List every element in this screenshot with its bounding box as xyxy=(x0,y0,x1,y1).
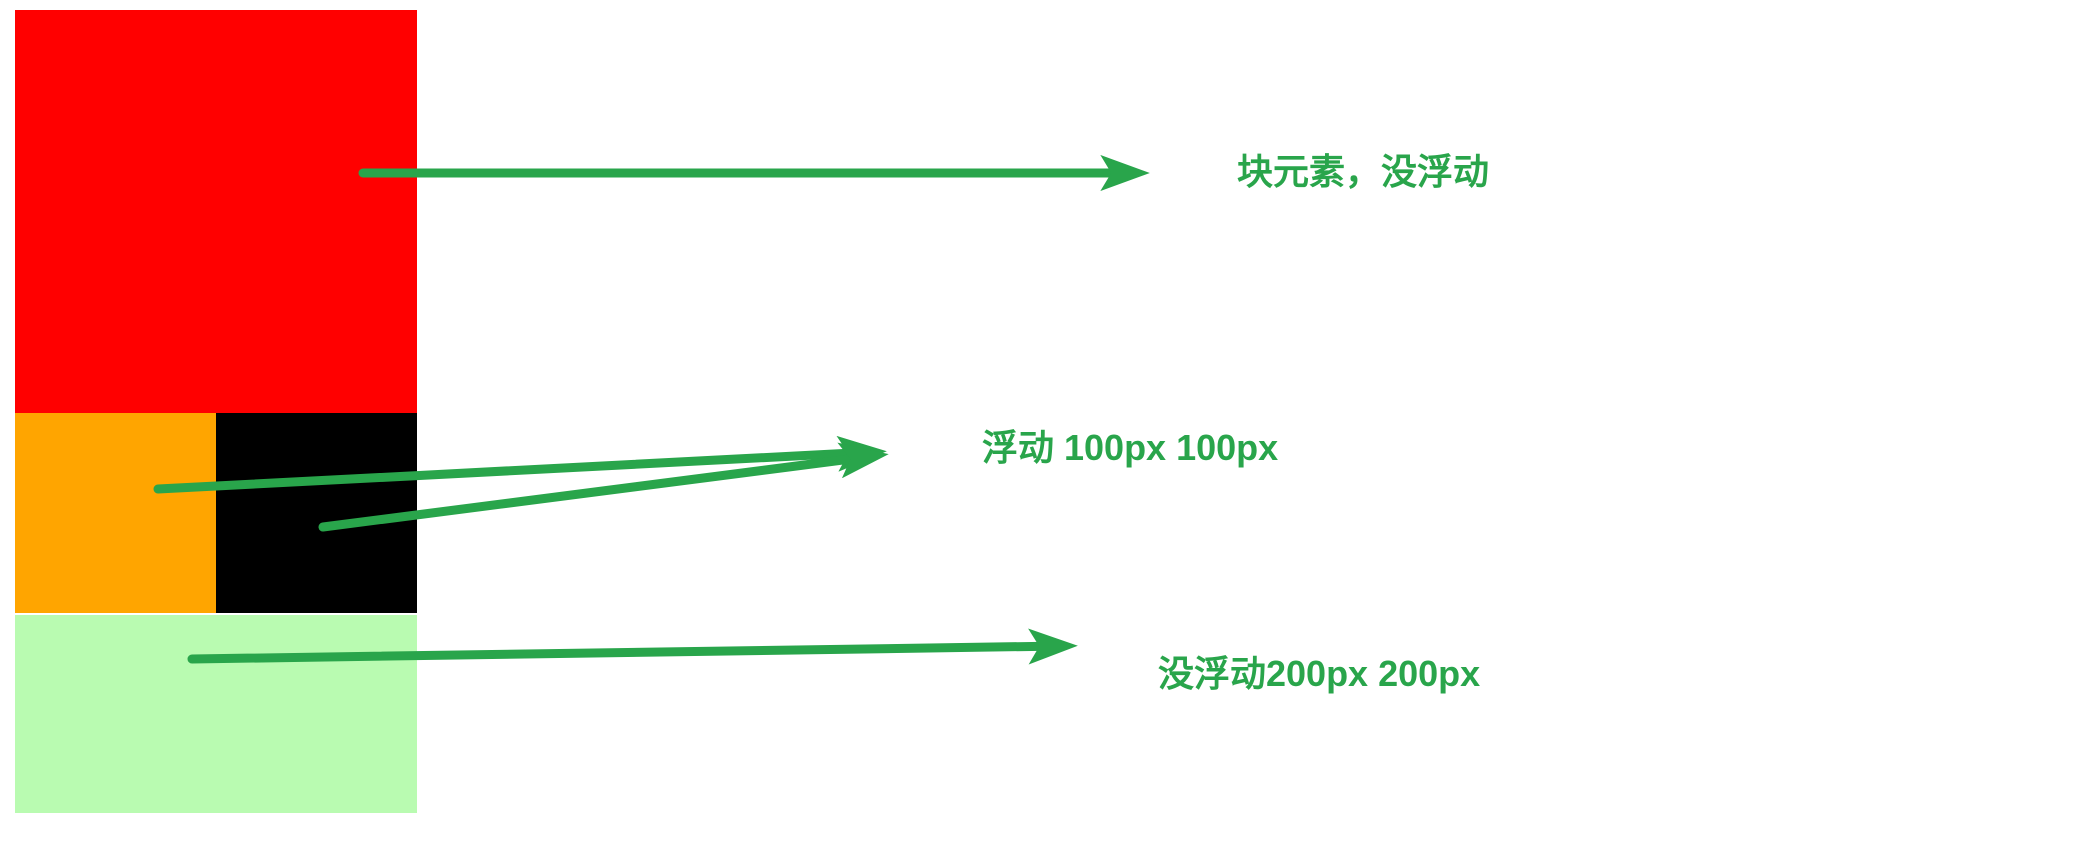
label-block-no-float: 块元素，没浮动 xyxy=(1237,151,1490,192)
label-no-float-200px: 没浮动200px 200px xyxy=(1158,653,1481,694)
block-red-no-float xyxy=(15,10,417,413)
block-orange-float xyxy=(15,413,216,613)
block-green-no-float xyxy=(15,615,417,813)
label-float-100px: 浮动 100px 100px xyxy=(982,427,1279,468)
block-black-float xyxy=(216,413,417,613)
